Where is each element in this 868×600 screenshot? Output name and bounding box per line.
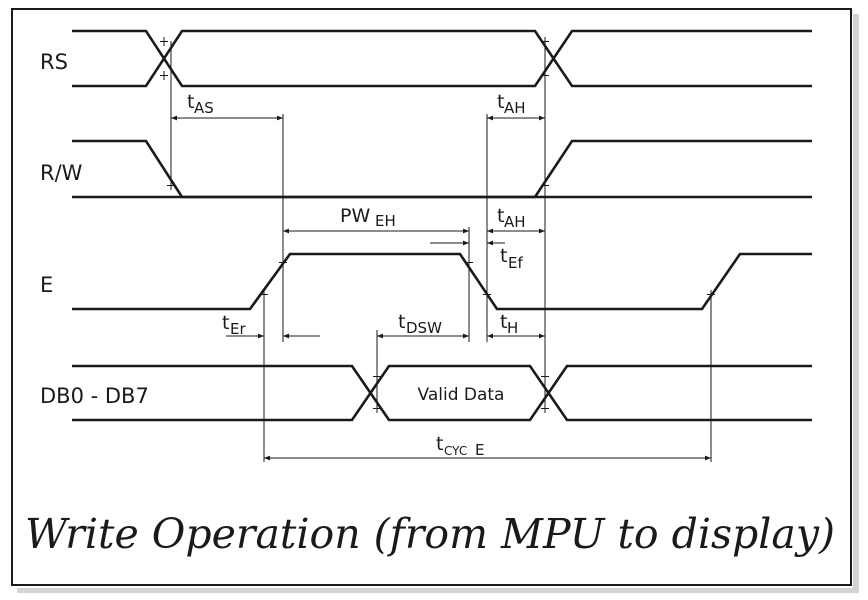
timing-label-tas: t AS: [187, 91, 214, 117]
svg-text:DSW: DSW: [406, 319, 442, 337]
transition-ticks: [160, 37, 715, 413]
timing-label-ter: t Er: [222, 312, 246, 338]
timing-label-th: t H: [500, 311, 518, 337]
svg-text:Er: Er: [230, 320, 246, 338]
valid-data-label: Valid Data: [418, 385, 505, 405]
svg-text:CYC: CYC: [444, 444, 467, 458]
svg-text:Ef: Ef: [508, 254, 523, 272]
timing-label-tah-rs: t AH: [497, 91, 526, 117]
svg-text:H: H: [507, 319, 518, 337]
svg-text:t: t: [500, 245, 507, 267]
timing-label-tdsw: t DSW: [398, 311, 442, 337]
signal-label-e: E: [40, 273, 53, 297]
waveform-rw: [72, 139, 812, 199]
svg-text:t: t: [497, 205, 504, 227]
svg-text:t: t: [500, 311, 507, 333]
timing-label-pweh: PW EH: [340, 205, 396, 230]
waveform-rs: [72, 29, 812, 88]
svg-text:t: t: [187, 91, 194, 113]
svg-text:EH: EH: [375, 212, 396, 230]
timing-label-tef: t Ef: [500, 245, 523, 272]
timing-label-tcyce: t CYC E: [436, 433, 484, 459]
frame-shadow-right: [853, 14, 859, 588]
signal-label-rs: RS: [40, 50, 68, 74]
waveform-e: [72, 252, 812, 311]
signal-label-rw: R/W: [40, 161, 83, 185]
svg-text:AH: AH: [504, 213, 526, 231]
waveform-db: [72, 364, 812, 422]
svg-text:t: t: [436, 433, 443, 455]
svg-text:t: t: [398, 311, 405, 333]
frame-shadow-bottom: [17, 588, 859, 593]
reference-lines: [170, 41, 712, 462]
svg-text:AS: AS: [194, 99, 214, 117]
diagram-caption: Write Operation (from MPU to display): [25, 510, 835, 558]
signal-label-db: DB0 - DB7: [40, 384, 149, 408]
svg-text:AH: AH: [504, 99, 526, 117]
svg-text:E: E: [475, 441, 484, 459]
dimension-arrows: [171, 115, 711, 461]
svg-text:t: t: [222, 312, 229, 334]
svg-text:PW: PW: [340, 205, 370, 227]
svg-text:t: t: [497, 91, 504, 113]
timing-label-tah-rw: t AH: [497, 205, 526, 231]
